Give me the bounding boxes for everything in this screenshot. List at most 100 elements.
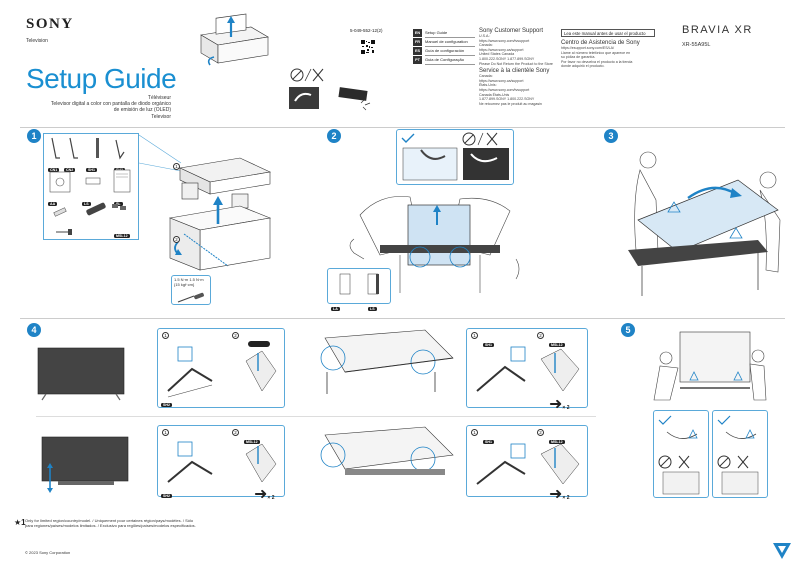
substep-2-marker: 2 — [537, 332, 544, 339]
parts-list-panel: CN1 CN2 SH1 SH2 AA LS SL MSL12 — [43, 133, 139, 240]
support-phone: 1.877.899.SONY 1.800.222.SONY — [479, 97, 535, 102]
part-tag: MSL12 — [114, 234, 130, 238]
stand-parts-callout: LA LS — [327, 268, 391, 311]
step-number-1: 1 — [27, 129, 41, 143]
language-code: ES — [413, 47, 422, 55]
language-name: Manuel de configuration — [425, 38, 475, 47]
spanish-support-line: Por favor no devuelva el producto a la t… — [561, 59, 633, 64]
spanish-support-line: donde adquirió el producto. — [561, 64, 605, 69]
stand-parts-icon — [51, 137, 125, 160]
part-tag: SL — [114, 202, 123, 206]
brand-logo: SONY — [26, 16, 74, 32]
part-tag: SH1 — [86, 168, 97, 172]
part-tag: LS — [82, 202, 91, 206]
support-heading: Sony Customer Support — [479, 28, 544, 34]
substep-2-marker: 2 — [232, 332, 239, 339]
stand-attach-illustration — [167, 341, 277, 398]
substep-2-marker: 2 — [173, 236, 180, 243]
bracket-screw-illustration-alt — [476, 443, 580, 485]
part-tag: LS — [368, 307, 377, 311]
product-line-logo: BRAVIA XR — [682, 24, 753, 36]
subtitle-line: Téléviseur — [147, 95, 171, 101]
bracket-screw-illustration — [476, 346, 580, 392]
spanish-support-heading: Centro de Asistencia de Sony — [561, 40, 640, 46]
correct-incorrect-callout — [396, 129, 514, 185]
language-name: Guia de Configuração — [425, 56, 475, 65]
language-code: EN — [413, 29, 422, 37]
torque-value: 1.5 N·m 1.5 N·m — [174, 277, 204, 282]
part-tag: LA — [331, 307, 340, 311]
assembly-people-illustration — [349, 196, 520, 293]
unpack-box-illustration — [200, 13, 269, 66]
hand-lift-incorrect-illustration — [717, 415, 759, 495]
hand-lift-correct-illustration — [658, 415, 700, 495]
support-phone: 1.800.222.SONY 1.877.899.SONY — [479, 56, 535, 61]
part-tag: CN2 — [64, 168, 76, 172]
step4a-panel-left: 1 2 SH2 — [157, 328, 285, 408]
spanish-support-link[interactable]: https://esupport.sony.com/ES/LA/ — [561, 46, 615, 50]
step5-panel-right — [712, 410, 768, 498]
support-line: États-Unis: — [479, 83, 497, 88]
support-link[interactable]: https://www.sony.ca/support — [479, 47, 524, 52]
tv-front-view-alt — [41, 436, 129, 493]
footnote-line: Only for limited region/country/model. /… — [25, 518, 194, 523]
quantity-label: × 2 — [267, 495, 275, 501]
quantity-label: × 2 — [562, 405, 570, 411]
section-divider — [20, 127, 785, 128]
section-divider — [20, 318, 785, 319]
lift-tv-illustration — [628, 151, 781, 296]
substep-2-marker: 2 — [537, 429, 544, 436]
support-link[interactable]: https://www.sony.com/tvsupport — [479, 38, 530, 43]
step4a-panel-right: 1 SH1 2 MSL12 ➜× 2 — [466, 328, 588, 413]
stand-attach-illustration-alt — [167, 441, 277, 483]
step4b-panel-right: 1 SH1 2 MSL12 ➜× 2 — [466, 425, 588, 503]
substep-2-marker: 2 — [232, 429, 239, 436]
footnote: Only for limited region/country/model. /… — [25, 518, 196, 528]
support-link[interactable]: https://www.sony.com/tvsupport — [479, 87, 530, 92]
support-link[interactable]: https://www.sony.ca/support — [479, 78, 524, 83]
part-tag: MSL12 — [549, 440, 565, 444]
subtitle-line: Televisor digital a color con pantalla d… — [50, 101, 171, 108]
spanish-support-line: Llame al número telefónico que aparece e… — [561, 50, 631, 55]
part-tag: SH1 — [483, 440, 494, 444]
quantity-badge: ➜× 2 — [549, 394, 570, 414]
substep-1-marker: 1 — [471, 332, 478, 339]
copyright: © 2023 Sony Corporation — [25, 550, 71, 555]
spanish-support-block: Centro de Asistencia de Sony https://esu… — [561, 40, 656, 69]
tv-rear-stand-view-alt — [320, 426, 454, 475]
part-tag: SH2 — [161, 403, 172, 407]
subsection-divider — [36, 416, 596, 417]
support-heading-fr: Service à la clientèle Sony — [479, 68, 550, 75]
quantity-badge: ➜× 2 — [254, 484, 275, 504]
quantity-label: × 2 — [562, 495, 570, 501]
accessories-icon — [49, 169, 131, 193]
substep-1-marker: 1 — [162, 429, 169, 436]
support-line: Canada: — [479, 74, 493, 79]
document-number: 5-049-552-12(2) — [350, 28, 383, 33]
step4b-panel-left: 1 2 MSL12 SH2 ➜× 2 — [157, 425, 285, 503]
step-number-3: 3 — [604, 129, 618, 143]
qr-code — [361, 40, 375, 54]
step5-panel-left — [653, 410, 709, 498]
unpack-sequence-illustration — [168, 157, 272, 271]
language-name: Setup Guide — [425, 29, 475, 38]
step-number-2: 2 — [327, 129, 341, 143]
substep-1-marker: 1 — [471, 429, 478, 436]
language-name: Guía de configuración — [425, 47, 475, 56]
read-first-notice: Lea este manual antes de usar el product… — [561, 29, 655, 37]
stand-leg-icon — [339, 273, 379, 295]
part-tag: AA — [48, 202, 58, 206]
arrow-icon: ➜ — [549, 396, 563, 413]
check-icon — [401, 133, 415, 143]
part-tag: SH2 — [161, 494, 172, 498]
spanish-support-line: su póliza de garantía. — [561, 55, 596, 60]
step-number-5: 5 — [621, 323, 635, 337]
customer-support-block: Sony Customer Support U.S.A.: https://ww… — [479, 28, 557, 106]
subtitle: Téléviseur Televisor digital a color con… — [21, 95, 171, 120]
corner-logo-icon — [773, 543, 791, 559]
subtitle-line: Televisor — [151, 113, 171, 120]
